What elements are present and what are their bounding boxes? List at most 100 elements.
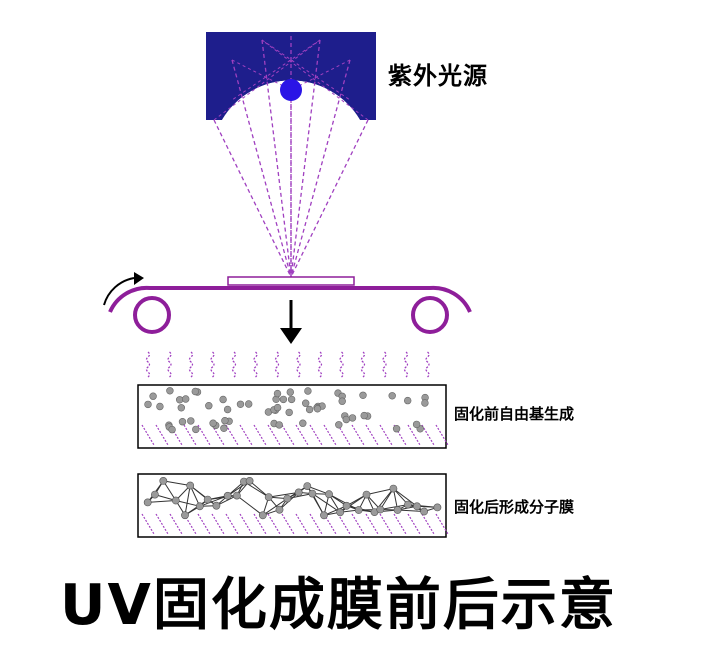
molecule-node <box>393 506 402 514</box>
molecule-node <box>420 507 428 516</box>
bond-line <box>175 500 200 507</box>
free-radical <box>302 399 310 407</box>
free-radical <box>168 425 176 434</box>
uv-wave-line <box>382 351 387 378</box>
hatch-line <box>309 424 323 446</box>
uv-rays <box>213 36 369 278</box>
molecule-node <box>308 489 317 498</box>
bond-line <box>379 488 394 510</box>
uv-wave-line <box>188 351 194 378</box>
after-cure-label: 固化后形成分子膜 <box>454 498 575 516</box>
free-radical <box>176 396 184 404</box>
hatch-line <box>267 513 281 535</box>
molecule-node <box>283 494 292 503</box>
molecule-node <box>232 491 241 500</box>
hatch-line <box>407 513 421 535</box>
before-cure-panel <box>137 384 449 449</box>
free-radical <box>205 402 213 410</box>
hatch-line <box>169 513 183 535</box>
molecular-network <box>143 476 442 520</box>
uv-wave-line <box>167 351 172 378</box>
uv-ray <box>231 59 292 278</box>
hatch-line <box>309 513 323 535</box>
hatch-line <box>211 513 225 535</box>
free-radical <box>245 400 253 408</box>
molecule-node <box>223 491 232 500</box>
free-radical <box>404 396 412 405</box>
bond-line <box>393 488 418 507</box>
hatch-line <box>141 513 155 535</box>
curved-arrow-icon <box>103 272 144 306</box>
uv-wave-line <box>360 351 366 378</box>
uv-ray-reflection <box>261 39 369 121</box>
hatch-line <box>379 513 393 535</box>
uv-wave-line <box>210 351 215 378</box>
down-arrow-icon <box>280 300 302 344</box>
molecule-node <box>150 490 159 499</box>
uv-bulb-icon <box>280 79 302 101</box>
uv-wave-line <box>145 351 151 378</box>
after-cure-panel <box>137 473 449 538</box>
free-radical <box>342 415 350 424</box>
molecule-node <box>362 490 371 499</box>
bond-line <box>312 493 341 513</box>
bond-line <box>380 504 408 510</box>
uv-ray-reflection <box>231 59 292 91</box>
uv-wave-lines <box>145 351 430 378</box>
free-radical <box>421 399 429 407</box>
free-radical <box>273 403 282 412</box>
molecule-node <box>258 511 267 520</box>
free-radical <box>192 425 200 434</box>
hatch-line <box>281 424 295 446</box>
molecule-node <box>354 506 363 514</box>
hatch-line <box>393 513 407 535</box>
bond-line <box>147 500 176 503</box>
hatch-line <box>421 424 435 446</box>
after-cure-hatching <box>141 513 449 535</box>
hatch-line <box>435 513 449 535</box>
hatch-line <box>239 424 253 446</box>
free-radical <box>286 388 294 396</box>
free-radical <box>412 420 421 429</box>
free-radical <box>287 395 296 404</box>
hatch-line <box>435 424 449 446</box>
molecule-node <box>325 490 333 499</box>
free-radical <box>360 411 368 420</box>
molecule-node <box>413 502 421 511</box>
molecule-node <box>195 502 204 511</box>
free-radical <box>273 389 282 398</box>
bond-line <box>268 491 299 498</box>
free-radical <box>177 404 186 412</box>
conveyor-belt <box>103 272 472 334</box>
free-radical <box>304 387 312 395</box>
free-radical <box>236 400 245 408</box>
bond-line <box>207 495 237 501</box>
uv-ray <box>290 119 369 278</box>
hatch-line <box>155 424 169 446</box>
free-radical <box>338 397 346 405</box>
roller-right <box>411 296 449 334</box>
bond-line <box>163 480 191 486</box>
uv-wave-line <box>317 351 323 378</box>
molecule-node <box>294 488 303 497</box>
free-radical <box>182 395 190 403</box>
hatch-line <box>239 513 253 535</box>
molecule-node <box>143 498 152 507</box>
free-radical <box>348 414 357 422</box>
before-cure-label: 固化前自由基生成 <box>454 405 575 423</box>
uv-wave-line <box>403 351 409 378</box>
molecule-node <box>376 505 385 514</box>
free-radical <box>223 405 232 414</box>
free-radical <box>219 395 227 404</box>
uv-wave-line <box>425 351 430 378</box>
free-radical <box>187 417 195 425</box>
bond-line <box>397 509 425 512</box>
bond-line <box>311 493 325 516</box>
hatch-line <box>365 513 379 535</box>
free-radical <box>144 400 152 409</box>
free-radical <box>209 419 217 427</box>
free-radical <box>305 405 314 414</box>
hatch-line <box>267 424 281 446</box>
hatch-line <box>197 424 211 446</box>
uv-wave-line <box>339 351 344 378</box>
